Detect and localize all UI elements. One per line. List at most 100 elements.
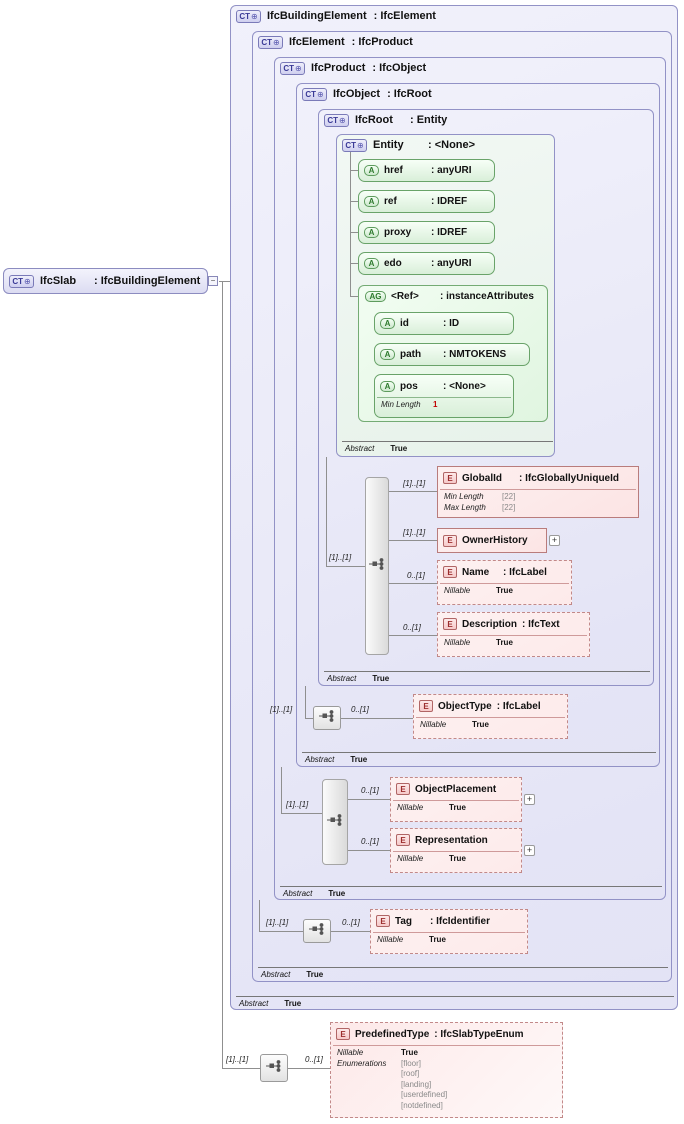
connector (305, 718, 314, 719)
header-ifcproduct[interactable]: CT⊕ IfcProduct : IfcObject (280, 60, 426, 76)
base-type: : IfcRoot (387, 88, 432, 100)
attribute-type: : IDREF (431, 196, 468, 207)
connector (350, 152, 351, 297)
sequence-icon (327, 813, 343, 831)
attribute-path[interactable]: A path : NMTOKENS (374, 343, 530, 366)
facet-label: Nillable (444, 638, 471, 647)
element-icon: E (443, 618, 457, 630)
connector (305, 686, 306, 719)
attribute-edo[interactable]: A edo : anyURI (358, 252, 495, 275)
connector (341, 718, 413, 719)
element-name: GlobalId (462, 472, 502, 484)
connector (219, 281, 230, 282)
base-type: : IfcObject (372, 62, 427, 74)
attribute-icon: A (364, 258, 379, 269)
attribute-name: path (400, 349, 422, 360)
attribute-type: : <None> (443, 380, 486, 392)
cardinality-label: 0..[1] (361, 837, 379, 846)
enum-value: [roof] (401, 1069, 420, 1078)
attribute-icon: A (380, 380, 395, 392)
attribute-type: : anyURI (431, 165, 472, 176)
type-name: IfcObject (333, 88, 381, 100)
attribute-proxy[interactable]: A proxy : IDREF (358, 221, 495, 244)
facet-value: True (449, 854, 466, 863)
root-type-ifcslab[interactable]: CT⊕ IfcSlab : IfcBuildingElement (3, 268, 208, 294)
connector (288, 1068, 330, 1069)
attribute-type: : ID (443, 318, 460, 329)
facet-label: Nillable (420, 720, 447, 729)
cardinality-label: [1]..[1] (266, 918, 289, 927)
connector (389, 583, 437, 584)
connector (350, 296, 358, 297)
element-name: Representation (415, 834, 488, 846)
connector (281, 767, 282, 814)
attribute-name: proxy (384, 227, 412, 238)
attribute-name: edo (384, 258, 402, 269)
attribute-name: id (400, 318, 409, 329)
sequence-icon (319, 709, 335, 727)
sequence-group (303, 919, 331, 943)
facet-value: True (496, 586, 513, 595)
element-predefinedtype[interactable]: E PredefinedType : IfcSlabTypeEnum Nilla… (330, 1022, 563, 1118)
attribute-ref[interactable]: A ref : IDREF (358, 190, 495, 213)
expand-icon[interactable]: + (524, 794, 535, 805)
facet-label: Nillable (377, 935, 404, 944)
attribute-name: href (384, 165, 403, 176)
complex-type-icon: CT⊕ (324, 113, 349, 127)
element-globalid[interactable]: E GlobalId : IfcGloballyUniqueId Min Len… (437, 466, 639, 518)
header-ifcbuildingelement[interactable]: CT⊕ IfcBuildingElement : IfcElement (236, 8, 436, 24)
element-name: PredefinedType (355, 1028, 430, 1040)
element-type: : IfcLabel (496, 700, 541, 712)
connector (326, 457, 327, 567)
connector (222, 281, 223, 1069)
type-name: IfcRoot (355, 114, 393, 126)
element-icon: E (396, 783, 410, 795)
sequence-icon (309, 922, 325, 940)
header-ifcroot[interactable]: CT⊕ IfcRoot : Entity (324, 112, 447, 128)
cardinality-label: [1]..[1] (403, 528, 426, 537)
facet-value: True (429, 935, 446, 944)
attribute-href[interactable]: A href : anyURI (358, 159, 495, 182)
element-type: : IfcSlabTypeEnum (434, 1028, 524, 1040)
connector (331, 931, 370, 932)
element-name: Description (462, 618, 518, 630)
cardinality-label: [1]..[1] (403, 479, 426, 488)
attribute-type: : IDREF (431, 227, 468, 238)
cardinality-label: 0..[1] (305, 1055, 323, 1064)
header-ifcelement[interactable]: CT⊕ IfcElement : IfcProduct (258, 34, 413, 50)
sequence-icon (266, 1059, 282, 1077)
connector (222, 1068, 260, 1069)
facet-label: Min Length (381, 400, 421, 409)
connector (348, 799, 390, 800)
type-name: IfcElement (289, 36, 345, 48)
attribute-name: pos (400, 380, 418, 392)
element-icon: E (443, 472, 457, 484)
expand-icon[interactable]: + (549, 535, 560, 546)
collapse-toggle-icon[interactable]: − (208, 276, 218, 286)
attribute-icon: A (364, 165, 379, 176)
element-ownerhistory[interactable]: E OwnerHistory (437, 528, 547, 553)
expand-icon[interactable]: + (524, 845, 535, 856)
connector (326, 566, 365, 567)
header-entity[interactable]: CT⊕ Entity : <None> (342, 137, 475, 153)
connector (389, 635, 437, 636)
connector (350, 232, 358, 233)
connector (389, 540, 437, 541)
header-ifcobject[interactable]: CT⊕ IfcObject : IfcRoot (302, 86, 432, 102)
attribute-id[interactable]: A id : ID (374, 312, 514, 335)
element-name: ObjectPlacement (415, 783, 497, 795)
base-type: : Entity (410, 114, 448, 126)
base-type: : IfcElement (373, 10, 436, 22)
